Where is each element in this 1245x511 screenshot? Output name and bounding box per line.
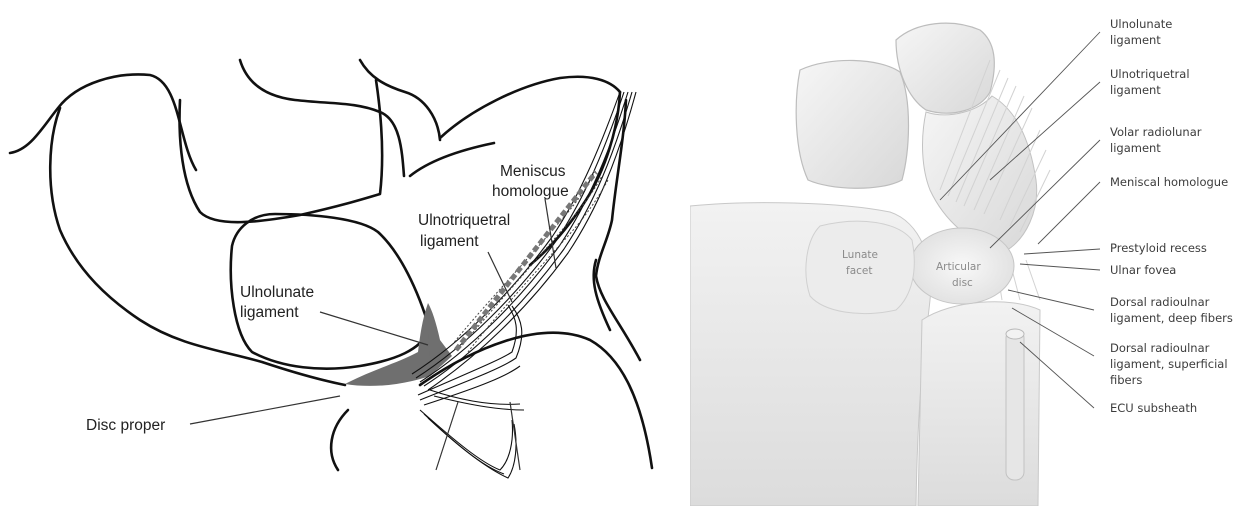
callout-ecu: ECU subsheath	[1110, 401, 1197, 415]
carpal-outline-2	[50, 108, 345, 385]
label-articular-1: Articular	[936, 261, 981, 273]
callout-meniscal: Meniscal homologue	[1110, 175, 1228, 189]
lunate-outline	[180, 80, 383, 222]
callout-ulnotriquetral-1: Ulnotriquetral	[1110, 67, 1190, 81]
leader-prestyloid	[1024, 249, 1100, 254]
capitate-carpal	[896, 23, 994, 113]
label-meniscus-1: Meniscus	[500, 163, 566, 180]
lunate-carpal	[796, 60, 908, 188]
callout-fovea: Ulnar fovea	[1110, 263, 1176, 277]
ulna-left-edge	[331, 410, 348, 470]
callout-ulnolunate-1: Ulnolunate	[1110, 17, 1172, 31]
leader-disc-proper	[190, 396, 340, 424]
callout-volar-2: ligament	[1110, 141, 1161, 155]
callout-dorsal-deep-1: Dorsal radioulnar	[1110, 295, 1210, 309]
label-lunate-2: facet	[846, 265, 872, 277]
leader-fovea	[1020, 264, 1100, 270]
callout-dorsal-sup-2: ligament, superficial	[1110, 357, 1228, 371]
label-ulnolunate-1: Ulnolunate	[240, 284, 314, 301]
label-lunate-1: Lunate	[842, 249, 878, 261]
callout-volar-1: Volar radiolunar	[1110, 125, 1202, 139]
callout-ulnotriquetral-2: ligament	[1110, 83, 1161, 97]
callout-dorsal-sup-3: fibers	[1110, 373, 1142, 387]
right-diagram: Lunate facet Articular disc Ulnolunate l…	[690, 0, 1245, 506]
left-diagram: Meniscus homologue Ulnotriquetral ligame…	[0, 0, 690, 506]
callout-labels: Ulnolunate ligament Ulnotriquetral ligam…	[1110, 17, 1233, 415]
leader-ulnolunate	[320, 312, 428, 345]
leader-ulnotriquetral	[488, 252, 512, 302]
label-ulnotriquetral-2: ligament	[420, 233, 479, 250]
triquetrum-outline	[440, 77, 620, 138]
label-articular-2: disc	[952, 277, 973, 289]
callout-prestyloid: Prestyloid recess	[1110, 241, 1207, 255]
callout-dorsal-sup-1: Dorsal radioulnar	[1110, 341, 1210, 355]
right-diagram-svg: Lunate facet Articular disc Ulnolunate l…	[690, 0, 1245, 506]
label-ulnotriquetral-1: Ulnotriquetral	[418, 212, 510, 229]
carpal-outline-1	[10, 74, 196, 170]
ecu-tendon	[1006, 330, 1024, 480]
label-meniscus-2: homologue	[492, 183, 569, 200]
callout-dorsal-deep-2: ligament, deep fibers	[1110, 311, 1233, 325]
label-disc-proper: Disc proper	[86, 417, 165, 434]
triquetrum-lower	[410, 143, 494, 176]
callout-ulnolunate-2: ligament	[1110, 33, 1161, 47]
label-ulnolunate-2: ligament	[240, 304, 299, 321]
left-diagram-svg: Meniscus homologue Ulnotriquetral ligame…	[0, 0, 690, 506]
leader-bottom-1	[436, 402, 458, 470]
top-bone-outline-2	[360, 60, 440, 140]
